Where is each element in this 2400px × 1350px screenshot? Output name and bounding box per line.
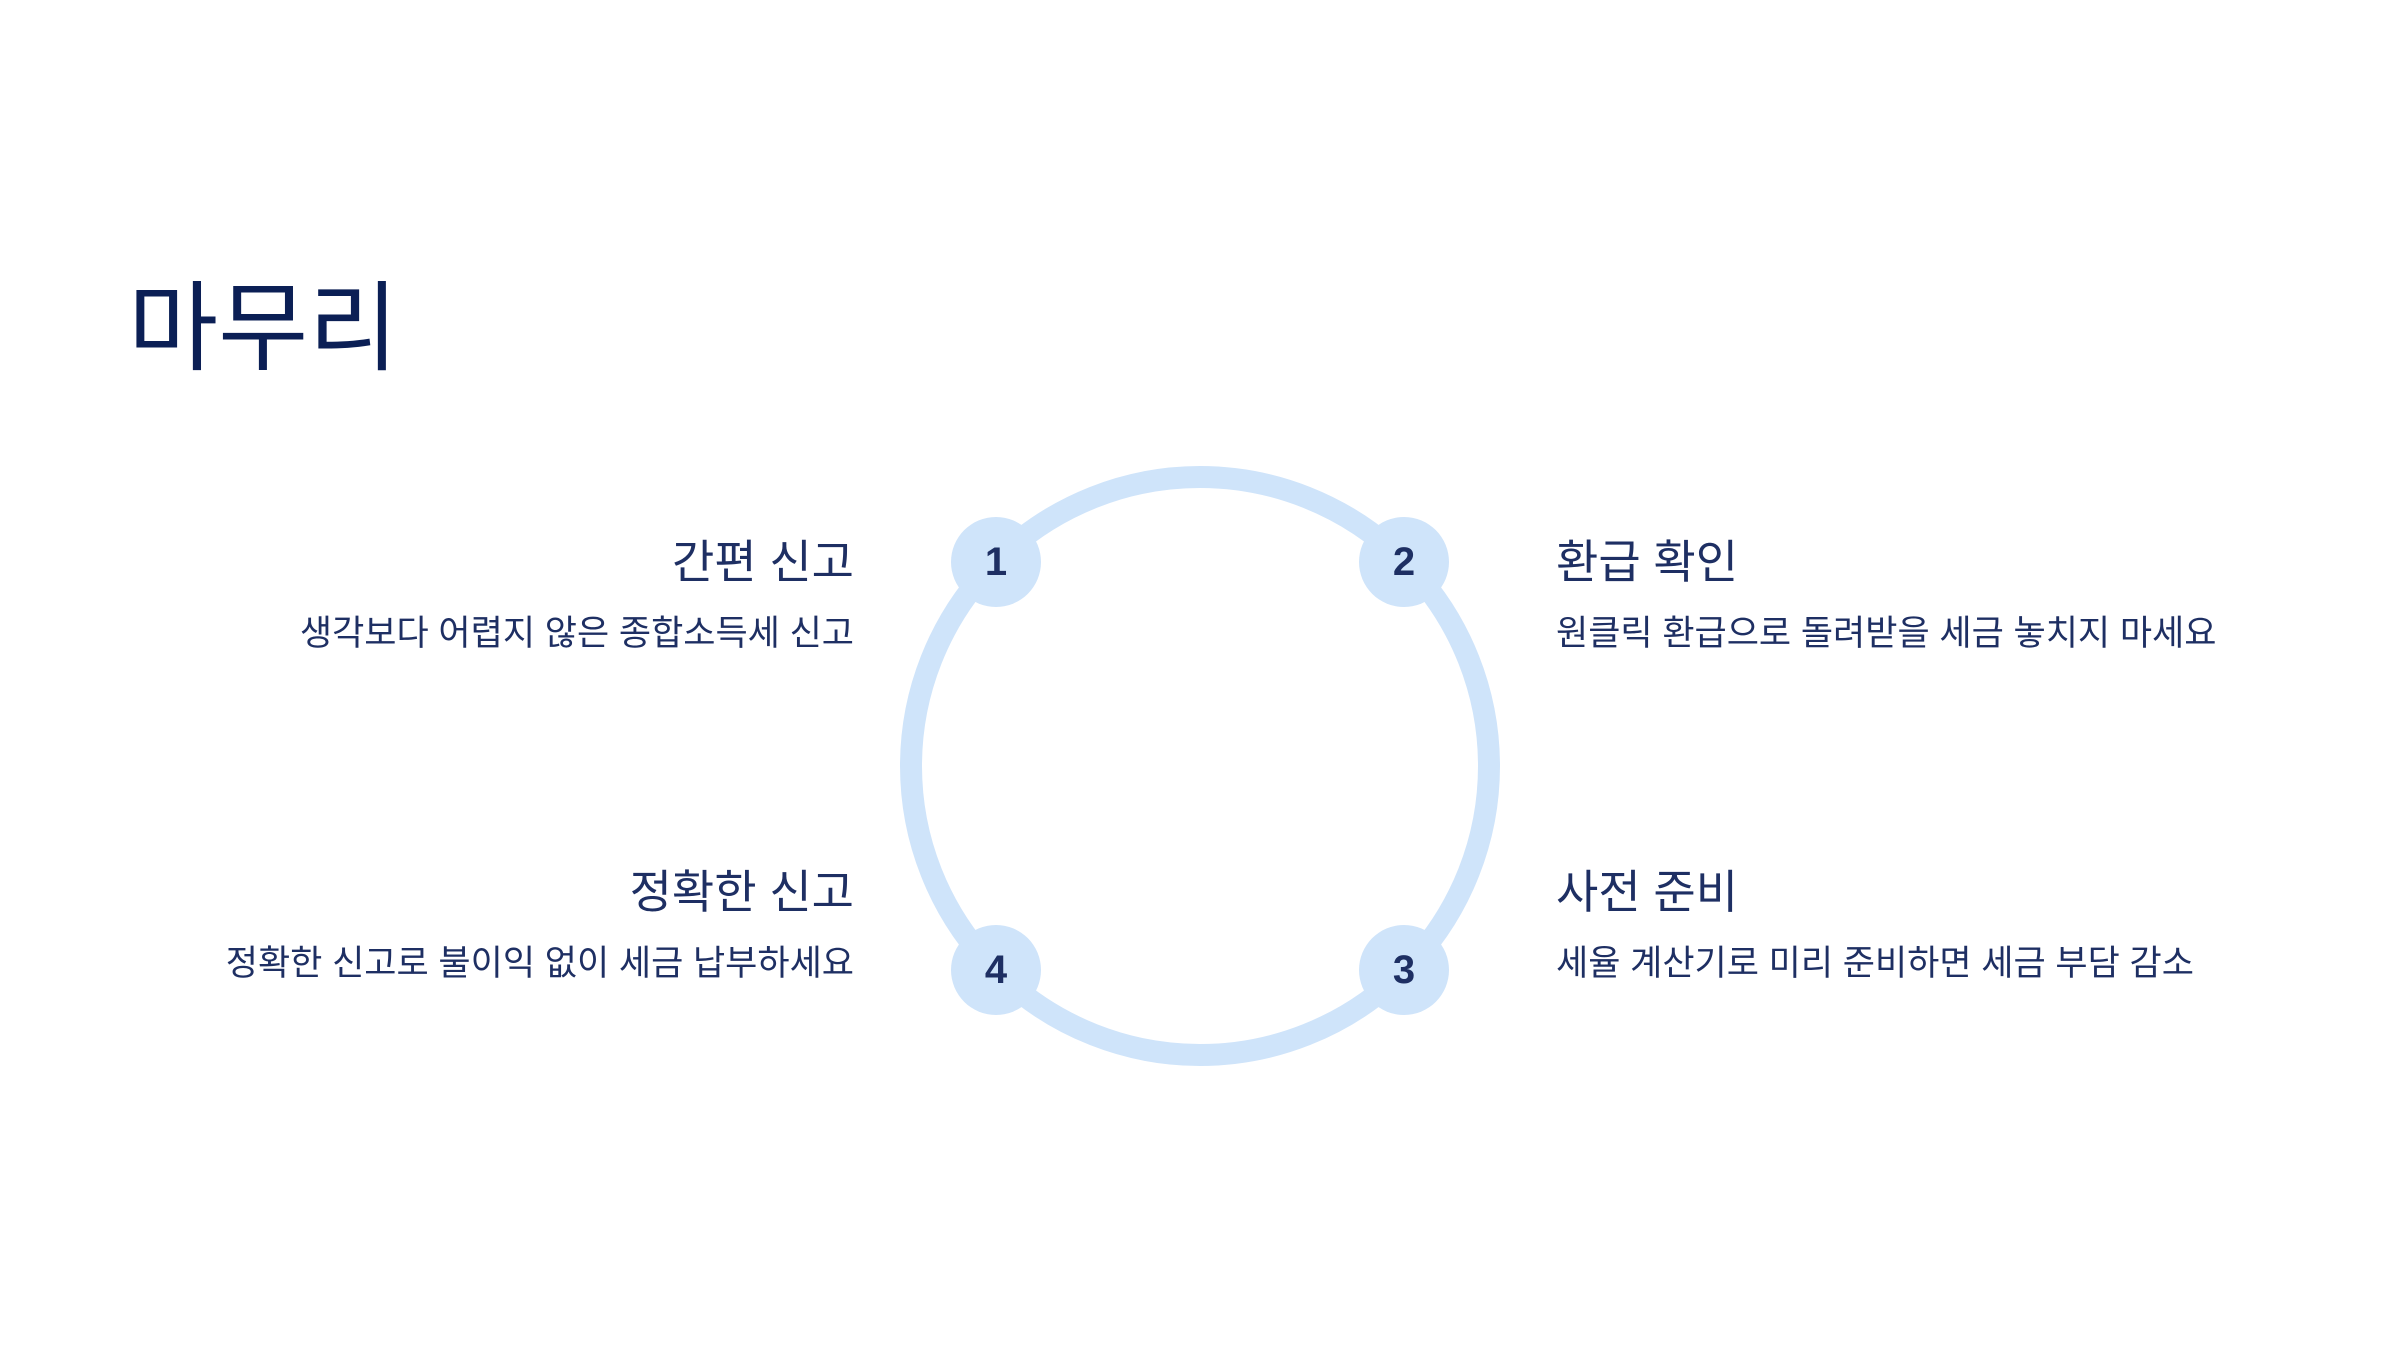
step-description: 세율 계산기로 미리 준비하면 세금 부담 감소 [1556,944,2194,983]
step-badge-4: 4 [951,925,1041,1015]
step-number: 1 [984,539,1008,584]
step-heading: 사전 준비 [1556,866,1739,918]
step-badge-3: 3 [1359,925,1449,1015]
step-description: 생각보다 어렵지 않은 종합소득세 신고 [299,614,854,653]
step-item-1: 간편 신고 생각보다 어렵지 않은 종합소득세 신고 [134,534,854,656]
step-item-4: 정확한 신고 정확한 신고로 불이익 없이 세금 납부하세요 [134,864,854,986]
step-description: 원클릭 환급으로 돌려받을 세금 놓치지 마세요 [1556,614,2217,653]
step-heading: 환급 확인 [1556,536,1739,588]
slide-title: 마무리 [128,273,399,383]
step-heading: 정확한 신고 [629,866,854,918]
step-description: 정확한 신고로 불이익 없이 세금 납부하세요 [225,944,854,983]
step-heading: 간편 신고 [671,536,854,588]
step-number: 2 [1392,539,1416,584]
step-item-2: 환급 확인 원클릭 환급으로 돌려받을 세금 놓치지 마세요 [1556,534,2276,656]
step-item-3: 사전 준비 세율 계산기로 미리 준비하면 세금 부담 감소 [1556,864,2276,986]
step-number: 3 [1392,947,1416,992]
step-number: 4 [984,947,1008,992]
step-badge-1: 1 [951,517,1041,607]
step-badge-2: 2 [1359,517,1449,607]
